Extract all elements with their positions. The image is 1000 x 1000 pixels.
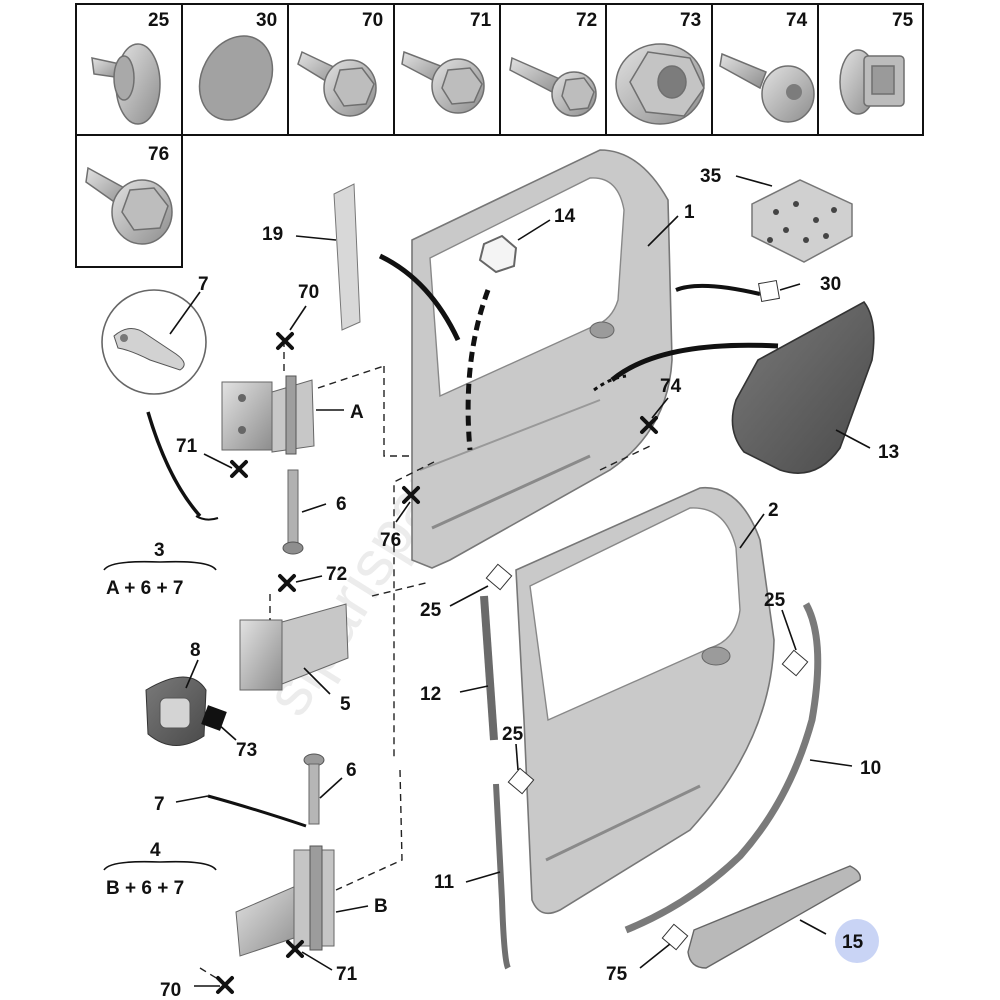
callout-70-upper: 70 <box>298 282 319 303</box>
door-seal-10 <box>624 602 822 934</box>
hinge-pin-6-lower <box>303 753 325 825</box>
retainer-clip-icon <box>839 49 905 115</box>
hinge-b <box>235 845 335 957</box>
window-seal-curve <box>378 253 461 342</box>
flange-bolt-icon <box>401 50 485 114</box>
callout-30: 30 <box>820 274 841 295</box>
callout-1: 1 <box>684 202 695 223</box>
callout-14: 14 <box>554 206 576 227</box>
kit-brace-4 <box>103 860 217 871</box>
fastener-cell-30: 30 <box>198 10 277 121</box>
b-pillar-strip-12 <box>480 595 498 741</box>
outer-door-panel <box>515 487 775 915</box>
callout-2: 2 <box>768 500 779 521</box>
trim-panel-13 <box>731 300 875 474</box>
callout-7-upper: 7 <box>198 274 209 295</box>
seal-curve-upper <box>675 283 761 296</box>
hex-nut-icon <box>615 43 705 125</box>
callout-35: 35 <box>700 166 722 187</box>
callout-8: 8 <box>190 640 201 661</box>
check-strap-8 <box>145 676 207 746</box>
clip-icon <box>91 43 161 125</box>
highlight-disk-15 <box>835 919 879 963</box>
callout-10: 10 <box>860 758 881 779</box>
flange-bolt-icon <box>509 56 597 117</box>
rear-door-shell <box>411 149 673 569</box>
callout-74: 74 <box>660 376 682 397</box>
callout-19: 19 <box>262 224 283 245</box>
seal-curve-mid <box>610 342 779 382</box>
x-marker <box>216 332 658 994</box>
membrane-14 <box>478 234 518 274</box>
clip-token-75 <box>661 923 689 951</box>
fastener-table: 25 30 70 71 <box>75 3 924 268</box>
callout-75: 75 <box>606 964 628 985</box>
callout-25-left: 25 <box>420 600 442 621</box>
clip-token-25b <box>781 649 809 677</box>
fastener-label: 30 <box>256 10 277 31</box>
fastener-cell-70: 70 <box>297 10 383 117</box>
fastener-label: 71 <box>470 10 492 31</box>
callout-72: 72 <box>326 564 347 585</box>
hinge-a <box>221 375 315 455</box>
flange-bolt-icon <box>85 166 173 245</box>
callout-5: 5 <box>340 694 351 715</box>
callout-6-upper: 6 <box>336 494 347 515</box>
fastener-label: 25 <box>148 10 170 31</box>
kit-3-number: 3 <box>154 540 165 561</box>
callout-b: B <box>374 896 388 917</box>
fastener-cell-74: 74 <box>719 10 815 123</box>
lower-moulding-15 <box>687 865 861 969</box>
fastener-label: 75 <box>892 10 914 31</box>
hinge-5 <box>239 603 349 691</box>
fastener-label: 74 <box>786 10 808 31</box>
fastener-label: 70 <box>362 10 383 31</box>
callout-11: 11 <box>434 872 455 893</box>
fastener-cell-75: 75 <box>839 10 914 115</box>
kit-4-formula: B + 6 + 7 <box>106 878 184 899</box>
callout-13: 13 <box>878 442 899 463</box>
kit-brace-3 <box>103 560 217 571</box>
clip-pack-35 <box>751 179 853 263</box>
callout-70-lower: 70 <box>160 980 181 1000</box>
fastener-cell-25: 25 <box>91 10 170 125</box>
callout-labels: 1 2 35 14 19 30 7 70 A 74 13 71 6 76 72 … <box>154 166 899 1000</box>
fastener-label: 72 <box>576 10 597 31</box>
callout-6-lower: 6 <box>346 760 357 781</box>
clip-token-25a <box>485 563 513 591</box>
fastener-label: 76 <box>148 144 169 165</box>
fastener-cell-76: 76 <box>85 144 173 245</box>
glass-channel-19 <box>333 183 361 331</box>
pad-token-30 <box>757 279 781 303</box>
kit-4-number: 4 <box>150 840 161 861</box>
callout-71-lower: 71 <box>336 964 358 985</box>
clip-token-25c <box>507 767 535 795</box>
adhesive-pad-icon <box>198 35 274 121</box>
leader-lines <box>169 175 871 987</box>
callout-7-lower: 7 <box>154 794 165 815</box>
hinge-pin-6-upper <box>282 469 304 555</box>
callout-71-upper: 71 <box>176 436 198 457</box>
fastener-cell-73: 73 <box>615 10 705 125</box>
flange-bolt-icon <box>297 50 377 117</box>
callout-12: 12 <box>420 684 441 705</box>
window-seal-dashed <box>465 289 491 451</box>
callout-73: 73 <box>236 740 257 761</box>
check-link-detail-7 <box>101 289 207 395</box>
torx-screw-icon <box>719 52 815 123</box>
fastener-cell-72: 72 <box>509 10 597 117</box>
kit-3-formula: A + 6 + 7 <box>106 578 183 599</box>
callout-25-lower: 25 <box>502 724 524 745</box>
callout-25-right: 25 <box>764 590 786 611</box>
fastener-cell-71: 71 <box>401 10 492 114</box>
sill-seal-11 <box>493 783 511 970</box>
fastener-label: 73 <box>680 10 701 31</box>
nut-token-73 <box>201 705 227 731</box>
callout-a: A <box>350 402 364 423</box>
callout-76: 76 <box>380 530 401 551</box>
callout-15: 15 <box>842 932 864 953</box>
